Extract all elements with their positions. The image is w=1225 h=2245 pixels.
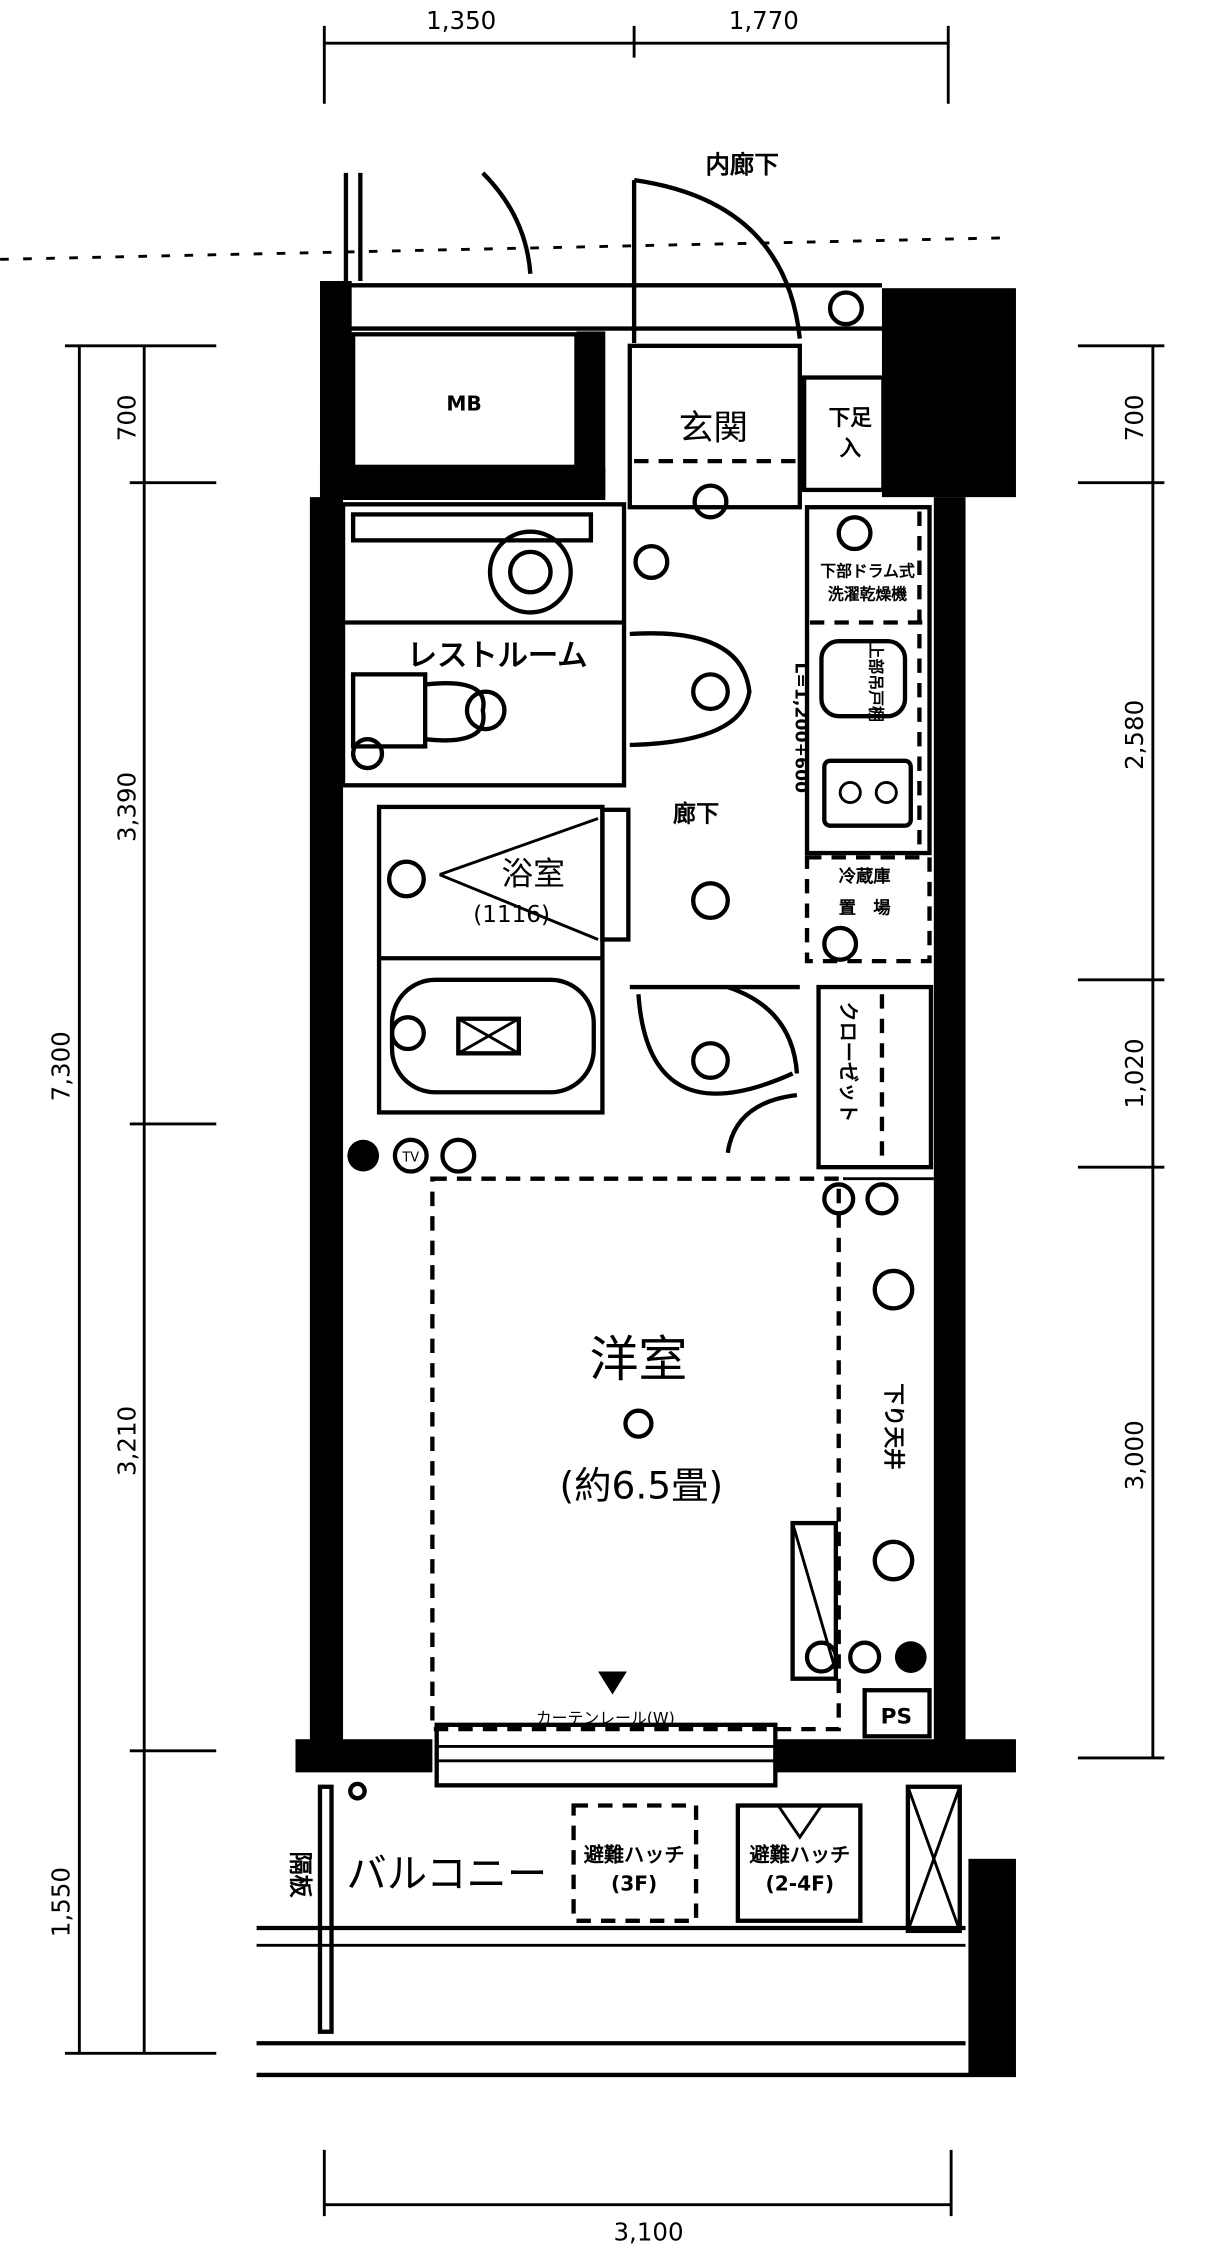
- room-hallway: 廊下 L=1,200+600: [629, 662, 811, 1154]
- bottom-dimension: 3,100: [322, 2149, 953, 2245]
- cabinet-label: 上部吊戸棚: [866, 643, 885, 722]
- walls: [295, 280, 1016, 2075]
- tv-outlets: TV: [347, 1137, 927, 1674]
- balcony: 隔板 バルコニー 避難ハッチ (3F) 避難ハッチ (2-4F): [256, 1781, 1016, 2078]
- hatch-24f-label-1: 避難ハッチ: [749, 1843, 850, 1867]
- dim-right-4: 3,000: [1120, 1420, 1149, 1490]
- washer-label-1: 下部ドラム式: [820, 561, 915, 580]
- evacuation-hatch-3f: 避難ハッチ (3F): [571, 1803, 699, 1923]
- entrance-label: 玄関: [679, 408, 748, 448]
- fridge-label-2: 置 場: [839, 899, 891, 919]
- shoe-box-label-1: 下足: [829, 406, 873, 431]
- dim-right-3: 1,020: [1120, 1038, 1149, 1108]
- room-restroom: レストルーム: [340, 502, 752, 788]
- dim-top-1: 1,350: [426, 6, 496, 35]
- balcony-label: バルコニー: [346, 1851, 547, 1898]
- washer-label-2: 洗濯乾燥機: [828, 584, 907, 603]
- dim-left-total: 7,300: [46, 1031, 75, 1101]
- inner-corridor-label: 内廊下: [705, 150, 778, 179]
- dim-left-1: 700: [113, 395, 142, 442]
- room-closet: クローゼット: [816, 984, 934, 1170]
- dim-top-2: 1,770: [729, 6, 799, 35]
- dim-bottom: 3,100: [613, 2218, 683, 2245]
- phone-outlet-icon: [827, 290, 864, 327]
- right-dimension: 700 2,580 1,020 3,000: [1077, 344, 1165, 1760]
- top-dimension: 1,350 1,770: [322, 6, 950, 104]
- dim-left-2: 3,390: [113, 772, 142, 842]
- western-room-size: (約6.5畳): [559, 1464, 723, 1508]
- curtain-rail-label: カーテンレール(W): [536, 1708, 675, 1727]
- lowered-ceiling-label: 下り天井: [880, 1383, 905, 1469]
- room-mb: MB: [350, 332, 579, 470]
- shoe-box-label-2: 入: [839, 436, 861, 461]
- bathroom-size-label: (1116): [473, 902, 550, 928]
- dim-left-4: 1,550: [46, 1867, 75, 1937]
- hatch-3f-label-2: (3F): [611, 1872, 657, 1896]
- kitchen: 下部ドラム式 洗濯乾燥機 上部吊戸棚 冷蔵庫 置 場: [804, 505, 932, 964]
- hatch-3f-label-1: 避難ハッチ: [584, 1843, 685, 1867]
- hallway-label: 廊下: [673, 800, 719, 827]
- restroom-label: レストルーム: [407, 639, 588, 674]
- closet-label: クローゼット: [837, 1001, 861, 1122]
- fridge-label-1: 冷蔵庫: [839, 866, 891, 887]
- dim-right-2: 2,580: [1120, 700, 1149, 770]
- partition-label: 隔板: [287, 1852, 313, 1899]
- western-room-label: 洋室: [589, 1331, 687, 1388]
- room-entrance: 玄関 下足 入: [627, 343, 886, 520]
- mb-label: MB: [446, 392, 481, 416]
- dim-right-1: 700: [1120, 395, 1149, 442]
- room-western: TV 洋室 (約6.5畳) 下り天井 カーテンレール(W) PS: [347, 1137, 934, 1739]
- balcony-window: [434, 1722, 778, 1788]
- dim-left-3: 3,210: [113, 1406, 142, 1476]
- tv-outlet-label: TV: [401, 1150, 419, 1165]
- evacuation-hatch-2-4f: 避難ハッチ (2-4F): [735, 1803, 863, 1923]
- room-bathroom: 浴室 (1116): [376, 804, 631, 1115]
- hatch-24f-label-2: (2-4F): [766, 1872, 835, 1896]
- inner-corridor: 内廊下: [0, 150, 1009, 343]
- left-dimension: 7,300 700 3,390 3,210 1,550: [46, 344, 217, 2055]
- bathroom-label: 浴室: [502, 857, 565, 893]
- ps-label: PS: [881, 1704, 912, 1729]
